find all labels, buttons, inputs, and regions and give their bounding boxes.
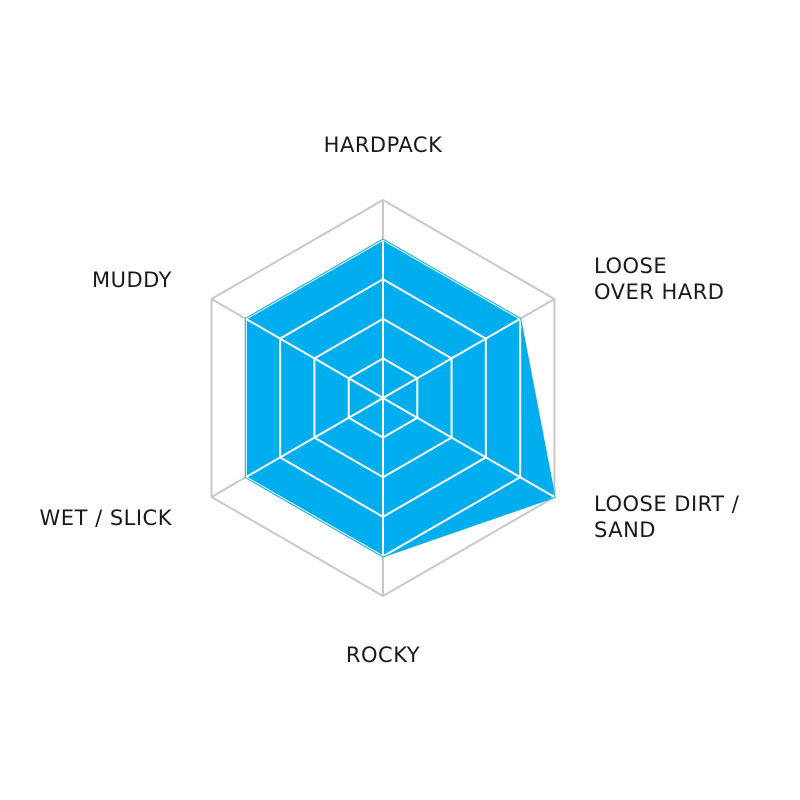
axis-label-muddy: MUDDY: [92, 267, 172, 293]
axis-label-line: LOOSE: [594, 254, 668, 278]
inner-grid-spoke-muddy: [245, 298, 384, 399]
axis-label-rocky: ROCKY: [346, 642, 420, 668]
inner-grid-spoke-loose_dirt_sand: [382, 397, 555, 498]
axis-label-line: SAND: [594, 518, 656, 542]
radar-grid-inner: [245, 239, 555, 557]
axis-label-hardpack: HARDPACK: [324, 132, 443, 158]
data-area: [244, 238, 556, 558]
inner-grid-spoke-wet_slick: [245, 397, 384, 498]
axis-label-wet-slick: WET / SLICK: [40, 505, 172, 531]
axis-label-line: OVER HARD: [594, 280, 725, 304]
axis-label-line: HARDPACK: [323, 133, 443, 157]
axis-label-line: WET / SLICK: [39, 506, 172, 530]
axis-label-line: MUDDY: [91, 268, 172, 292]
axis-label-loose-dirt-sand: LOOSE DIRT / SAND: [594, 491, 739, 543]
axis-label-line: ROCKY: [345, 643, 421, 667]
axis-label-line: LOOSE DIRT /: [594, 492, 740, 516]
axis-label-loose-over-hard: LOOSE OVER HARD: [594, 253, 724, 305]
